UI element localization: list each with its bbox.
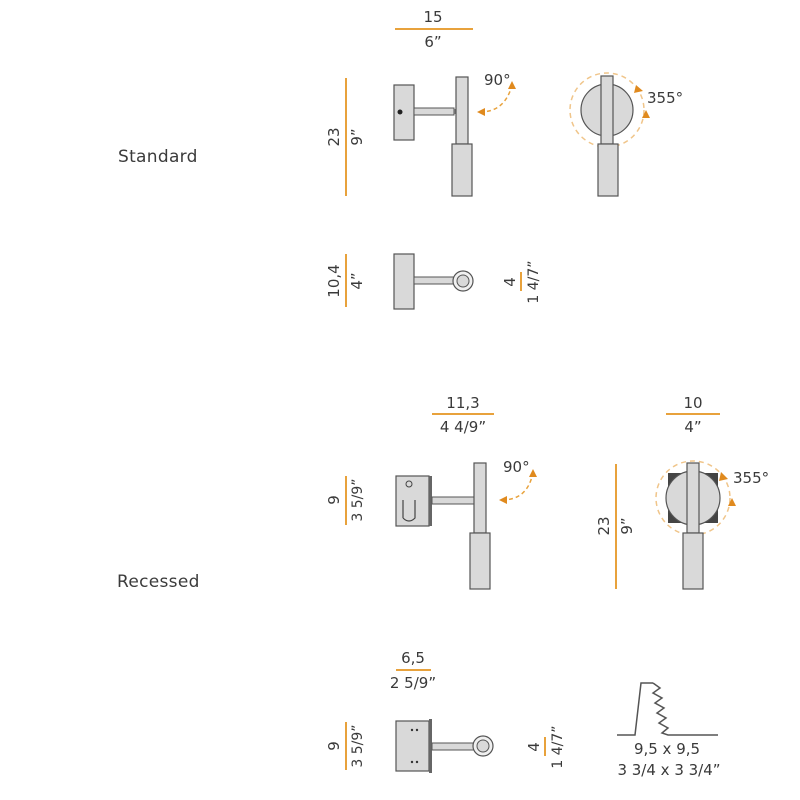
rotation-angle: 355°: [733, 469, 769, 487]
recessed-side-view: 11,3 4 4/9” 9 3 5/9” 90°: [325, 394, 537, 590]
dim-box-in: 3 5/9”: [350, 478, 366, 521]
cutout-size-in: 3 3/4 x 3 3/4”: [617, 761, 720, 779]
dim-head-in: 1 4/7”: [550, 725, 566, 768]
lamp-head: [469, 532, 491, 590]
dim-height-in: 9”: [348, 128, 366, 145]
lamp-head: [597, 143, 619, 197]
arrow-icon: [499, 496, 507, 504]
arrow-icon: [508, 81, 516, 89]
cutout-diagram: 9,5 x 9,5 3 3/4 x 3 3/4”: [617, 682, 721, 779]
arrow-icon: [634, 85, 643, 93]
dim-head-in: 1 4/7”: [526, 260, 542, 303]
arm: [431, 742, 475, 751]
wall-plate: [393, 84, 415, 141]
dim-width-in: 4 4/9”: [440, 418, 486, 436]
arrow-icon: [719, 472, 728, 481]
dim-width-in: 4”: [684, 418, 701, 436]
lamp-head: [682, 532, 704, 590]
tilt-arc: [501, 471, 534, 501]
arrow-icon: [642, 110, 650, 118]
standard-top-view: 10,4 4” 4 1 4/7”: [325, 253, 542, 310]
arm: [413, 107, 455, 116]
standard-side-view: 15 6” 23 9” 90°: [325, 8, 516, 197]
arm: [431, 496, 475, 505]
rotation-angle: 355°: [647, 89, 683, 107]
section-label-standard: Standard: [118, 147, 198, 167]
lamp-head: [451, 143, 473, 197]
recessed-box: [395, 720, 430, 772]
stem: [686, 462, 700, 534]
dim-box-in: 3 5/9”: [350, 724, 366, 767]
tilt-angle: 90°: [503, 458, 530, 476]
stem: [455, 76, 469, 145]
screw-icon: [405, 480, 413, 488]
dim-head-cm: 4: [501, 277, 519, 287]
wall-plate: [393, 253, 415, 310]
dim-depth-in: 2 5/9”: [390, 674, 436, 692]
tilt-angle: 90°: [484, 71, 511, 89]
dim-width-cm: 15: [423, 8, 442, 26]
dim-head-cm: 4: [525, 742, 543, 752]
section-label-recessed: Recessed: [117, 572, 200, 592]
standard-front-view: 355°: [569, 72, 683, 197]
dim-height-cm: 23: [325, 127, 343, 146]
dim-box-cm: 9: [325, 495, 343, 505]
cutout-size-cm: 9,5 x 9,5: [634, 740, 700, 758]
dim-width-in: 6”: [424, 33, 441, 51]
cut-edge: [651, 682, 718, 736]
dim-depth-cm: 6,5: [401, 649, 425, 667]
stem: [473, 462, 487, 534]
screw-icon: [397, 109, 403, 115]
recessed-top-view: 6,5 2 5/9” 9 3 5/9” 4 1 4/7”: [325, 649, 566, 773]
recessed-front-view: 10 4” 23 9” 355°: [595, 394, 769, 590]
arm: [413, 276, 455, 285]
clip-icon: [402, 500, 416, 522]
tilt-arc: [479, 84, 513, 113]
recessed-box: [395, 475, 430, 527]
dim-depth-cm: 10,4: [325, 264, 343, 297]
dim-height-in: 9”: [618, 517, 636, 534]
arrow-icon: [529, 469, 537, 477]
dim-height-cm: 23: [595, 516, 613, 535]
dim-width-cm: 11,3: [446, 394, 479, 412]
arrow-icon: [477, 108, 485, 116]
dim-box-cm: 9: [325, 741, 343, 751]
dim-depth-in: 4”: [348, 272, 366, 289]
dim-width-cm: 10: [683, 394, 702, 412]
stem: [600, 75, 614, 145]
arrow-icon: [728, 498, 736, 506]
